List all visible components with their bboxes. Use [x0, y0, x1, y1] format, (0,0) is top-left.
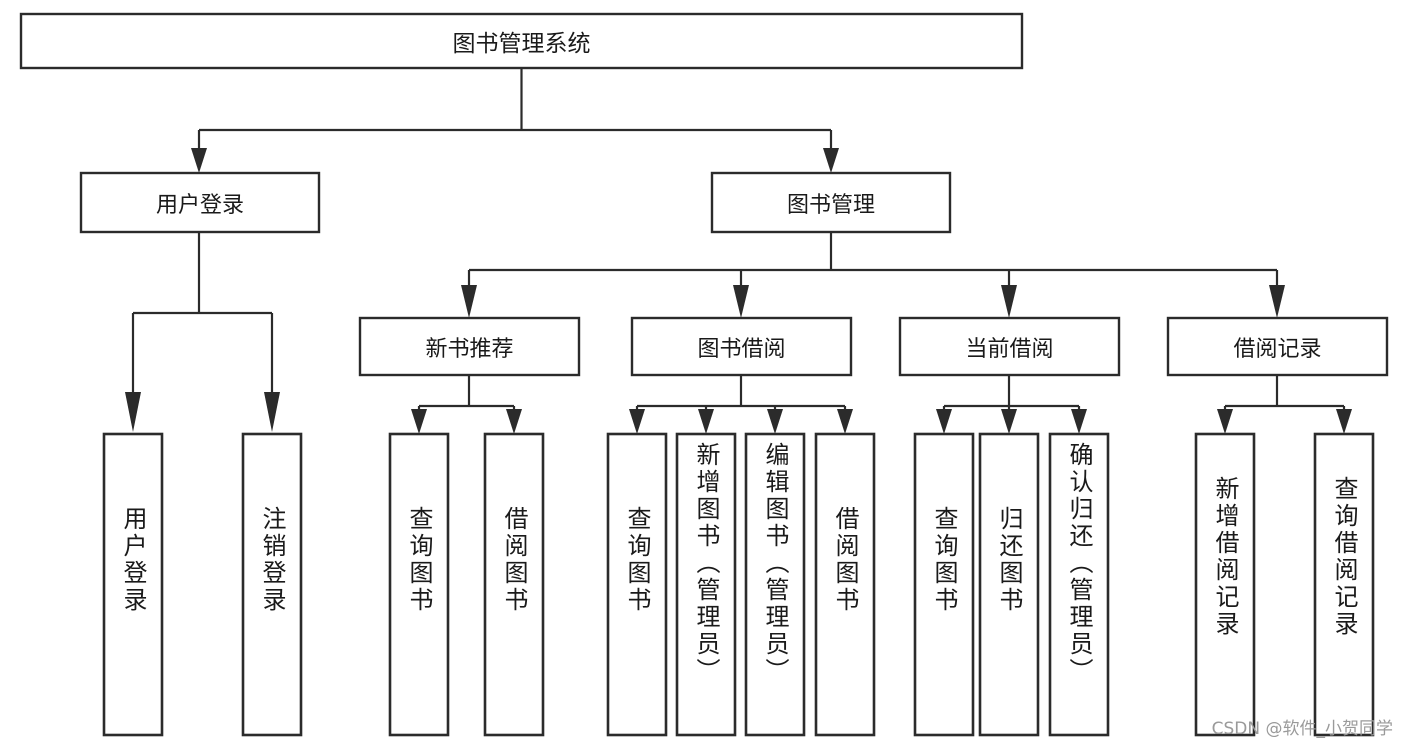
arrowhead-leaf-confirm-return — [1071, 409, 1087, 434]
arrowhead-leaf-user-logout — [264, 392, 280, 432]
edge-group-newbook-to-leaves — [411, 375, 522, 434]
node-leaf-return-book[interactable] — [978, 432, 1040, 737]
arrowhead-leaf-borrow-book-2 — [837, 409, 853, 434]
arrowhead-leaf-query-book-1 — [411, 409, 427, 434]
arrowhead-leaf-query-record — [1336, 409, 1352, 434]
arrowhead-leaf-add-book — [698, 409, 714, 434]
node-new-book-recommend[interactable] — [358, 316, 581, 377]
arrowhead-leaf-add-record — [1217, 409, 1233, 434]
node-leaf-borrow-book-1[interactable] — [483, 432, 545, 737]
node-current-borrow[interactable] — [898, 316, 1121, 377]
node-leaf-query-book-1[interactable] — [388, 432, 450, 737]
arrowhead-new-book-recommend — [461, 285, 477, 318]
node-leaf-borrow-book-2[interactable] — [814, 432, 876, 737]
arrowhead-leaf-return-book — [1001, 409, 1017, 434]
node-user-login[interactable] — [79, 171, 321, 234]
edge-group-currentborrow-to-leaves — [936, 375, 1087, 434]
arrowhead-leaf-user-login — [125, 392, 141, 432]
edge-group-bookborrow-to-leaves — [629, 375, 853, 434]
arrowhead-book-borrow — [733, 285, 749, 318]
node-leaf-query-book-2[interactable] — [606, 432, 668, 737]
node-borrow-record[interactable] — [1166, 316, 1389, 377]
node-book-management[interactable] — [710, 171, 952, 234]
node-leaf-user-login[interactable] — [102, 432, 164, 737]
node-root[interactable] — [19, 12, 1024, 70]
node-leaf-query-book-3[interactable] — [913, 432, 975, 737]
arrowhead-leaf-query-book-2 — [629, 409, 645, 434]
node-book-borrow[interactable] — [630, 316, 853, 377]
arrowhead-leaf-query-book-3 — [936, 409, 952, 434]
node-leaf-edit-book[interactable] — [744, 432, 806, 737]
arrowhead-borrow-record — [1269, 285, 1285, 318]
edge-group-bookmanagement-to-level3 — [461, 232, 1285, 318]
node-leaf-user-logout[interactable] — [241, 432, 303, 737]
arrowhead-book-management — [823, 148, 839, 173]
node-leaf-add-record[interactable] — [1194, 432, 1256, 737]
arrowhead-current-borrow — [1001, 285, 1017, 318]
node-leaf-query-record[interactable] — [1313, 432, 1375, 737]
node-leaf-add-book[interactable] — [675, 432, 737, 737]
arrowhead-leaf-edit-book — [767, 409, 783, 434]
edge-group-userlogin-to-leaves — [125, 232, 280, 432]
edge-group-root-to-level2 — [191, 68, 839, 173]
arrowhead-user-login — [191, 148, 207, 173]
node-leaf-confirm-return[interactable] — [1048, 432, 1110, 737]
arrowhead-leaf-borrow-book-1 — [506, 409, 522, 434]
edge-group-borrowrecord-to-leaves — [1217, 375, 1352, 434]
